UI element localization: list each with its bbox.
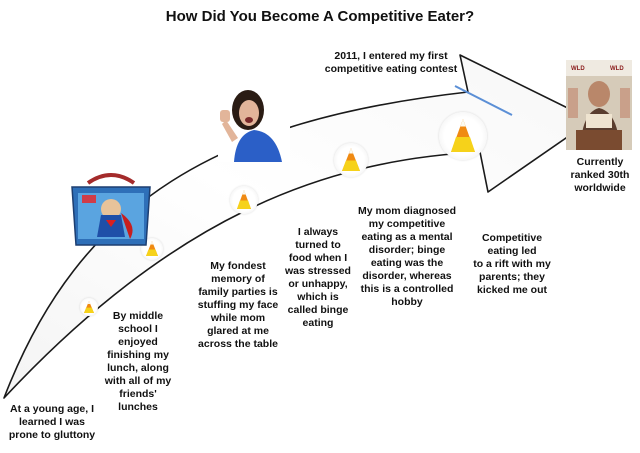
diagram-title: How Did You Become A Competitive Eater?: [165, 8, 475, 25]
milestone-6-label: Competitive eating led to a rift with my…: [473, 232, 551, 296]
milestone-1-label: At a young age, I learned I was prone to…: [8, 403, 96, 441]
candy-corn-icon: [80, 298, 98, 316]
candy-corn-icon: [230, 186, 258, 214]
endpoint-label: Currently ranked 30th worldwide: [570, 156, 630, 194]
callout-label: 2011, I entered my first competitive eat…: [324, 50, 458, 75]
milestone-4-label: I always turned to food when I was stres…: [285, 226, 351, 329]
svg-text:WLD: WLD: [610, 66, 624, 72]
angry-woman-photo: [218, 80, 290, 162]
milestone-2-label: By middle school I enjoyed finishing my …: [104, 310, 172, 413]
callout-line: [454, 85, 513, 116]
candy-corn-icon: [439, 112, 487, 160]
milestone-5-label: My mom diagnosed my competitive eating a…: [357, 205, 456, 308]
superman-lunchbox-icon: [64, 165, 158, 249]
milestone-3-label: My fondest memory of family parties is s…: [197, 260, 279, 350]
eating-contest-photo: WLD WLD: [566, 60, 632, 150]
candy-corn-icon: [334, 143, 368, 177]
svg-text:WLD: WLD: [571, 66, 585, 72]
